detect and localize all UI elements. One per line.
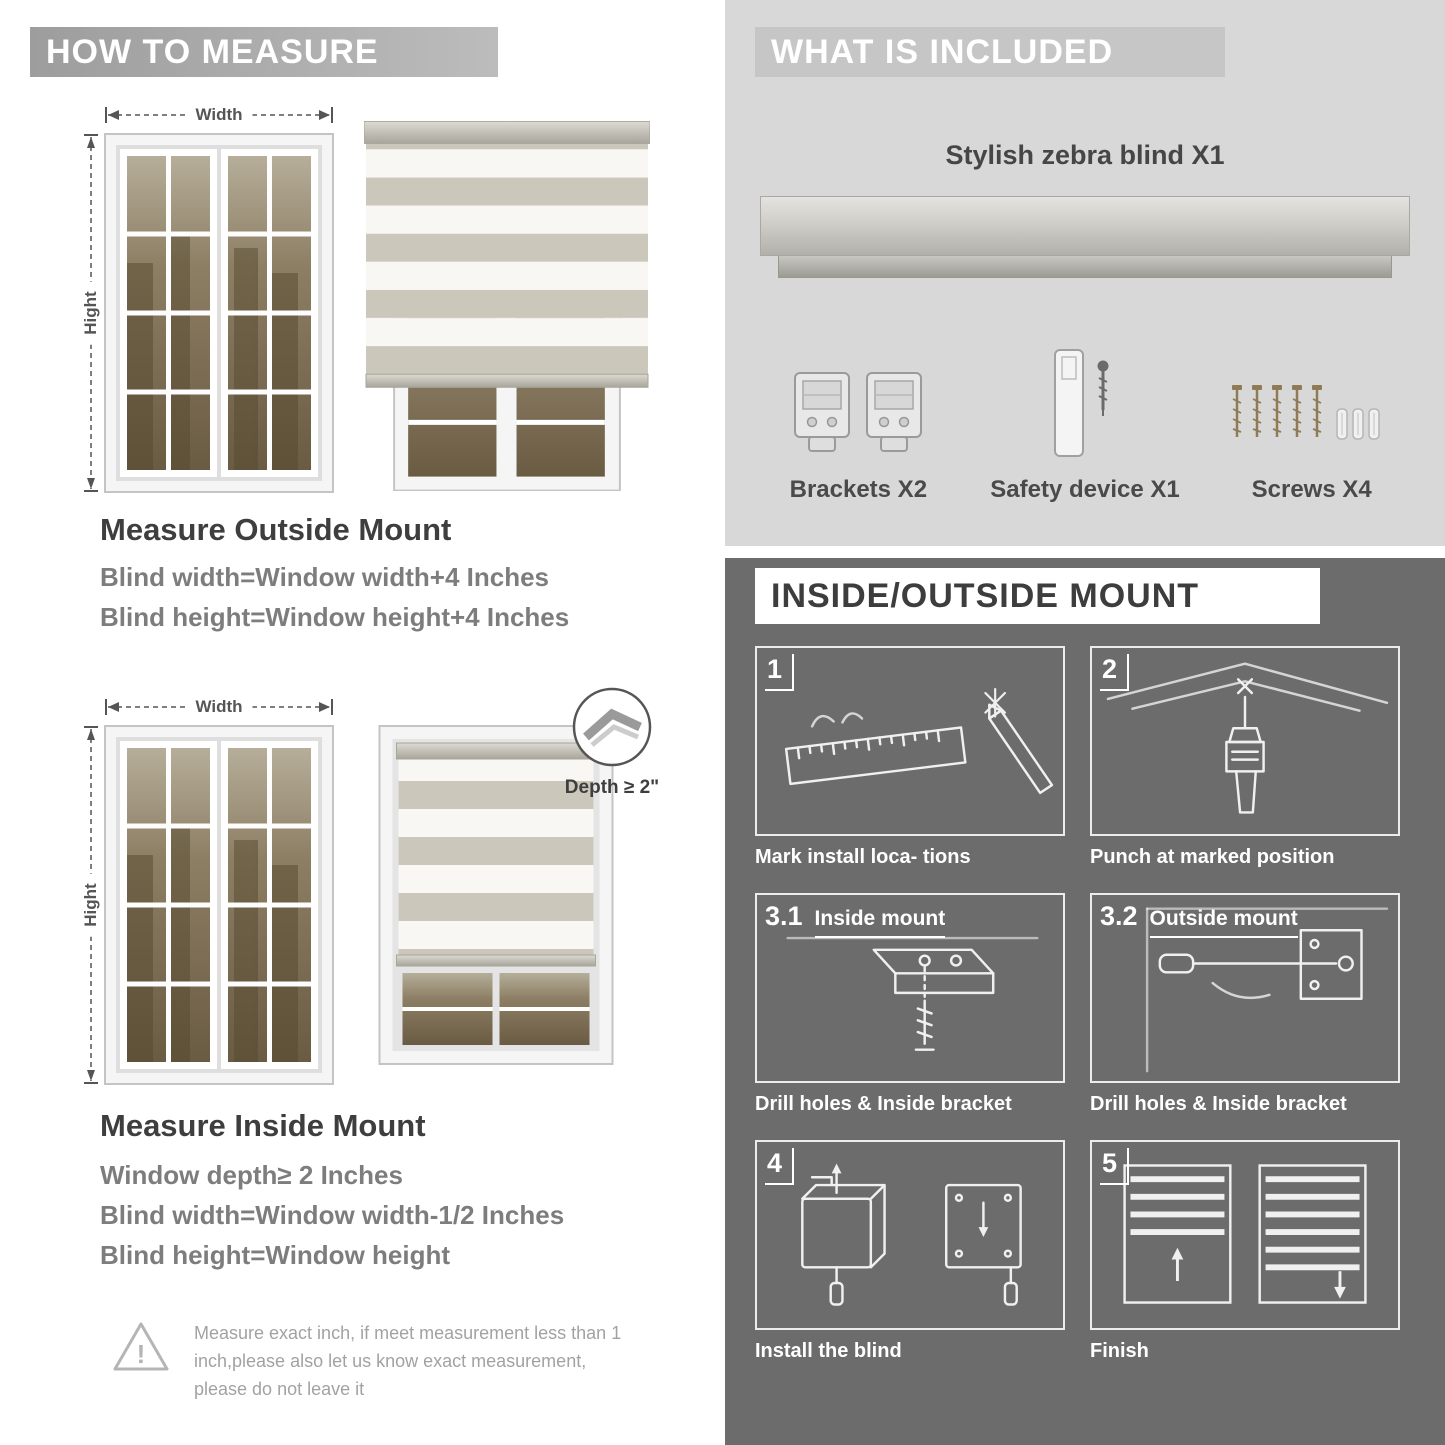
step-2-panel: 2 <box>1090 646 1400 836</box>
how-to-measure-section: HOW TO MEASURE Width <box>0 0 712 1445</box>
step-2-illustration <box>1106 662 1389 814</box>
inside-depth-requirement: Window depth≥ 2 Inches <box>100 1160 403 1190</box>
inside-mount-blind-illustration <box>377 725 615 1065</box>
step-5: 5 <box>1090 1140 1400 1363</box>
headrail-bottom-rail <box>778 256 1392 278</box>
window-illustration <box>104 133 334 493</box>
inside-mount-figure: Width Hight Depth ≥ 2" <box>81 695 662 1095</box>
step-3-1: 3.1 Inside mount <box>755 893 1065 1116</box>
step-3-2-header: 3.2 Outside mount <box>1100 901 1298 938</box>
item-label: Safety device X1 <box>990 476 1180 503</box>
included-item-safety-device: Safety device X1 <box>972 330 1199 504</box>
outside-mount-blind-illustration <box>364 121 650 491</box>
step-4-panel: 4 <box>755 1140 1065 1330</box>
item-label: Brackets X2 <box>789 476 928 503</box>
step-1-illustration <box>784 688 1054 795</box>
included-item-screws: Screws X4 <box>1198 330 1425 504</box>
step-3-2-caption: Drill holes & Inside bracket <box>1090 1093 1347 1115</box>
step-3-1-header: 3.1 Inside mount <box>765 901 946 938</box>
step-2-caption: Punch at marked position <box>1090 846 1335 868</box>
step-1-number: 1 <box>765 654 795 691</box>
step-3-1-illustration <box>786 936 1039 1051</box>
included-item-brackets: Brackets X2 <box>745 330 972 504</box>
safety-device-icon <box>972 330 1199 462</box>
what-is-included-header: WHAT IS INCLUDED <box>755 27 1225 77</box>
step-3-1-panel: 3.1 Inside mount <box>755 893 1065 1083</box>
height-arrow: Hight <box>81 133 101 493</box>
depth-detail-icon <box>570 685 654 769</box>
step-3-1-number: 3.1 <box>765 901 803 931</box>
screws-icon <box>1198 330 1425 462</box>
step-1-panel: 1 <box>755 646 1065 836</box>
outside-height-formula: Blind height=Window height+4 Inches <box>100 602 570 632</box>
step-5-illustration <box>1123 1164 1367 1304</box>
brackets-icon <box>745 330 972 462</box>
zebra-blind-label: Stylish zebra blind X1 <box>945 140 1225 170</box>
step-3-2-title: Outside mount <box>1149 907 1298 938</box>
mount-instructions-section: INSIDE/OUTSIDE MOUNT 1 <box>725 558 1445 1445</box>
outside-mount-title: Measure Outside Mount <box>100 512 452 547</box>
zebra-blind-headrail <box>760 196 1410 278</box>
step-5-caption: Finish <box>1090 1340 1149 1362</box>
inside-width-formula: Blind width=Window width-1/2 Inches <box>100 1200 565 1230</box>
step-3-2: 3.2 Outside mount <box>1090 893 1400 1116</box>
window-illustration <box>104 725 334 1085</box>
outside-mount-figure: Width Hight <box>81 103 650 495</box>
step-2: 2 <box>1090 646 1400 869</box>
how-to-measure-header: HOW TO MEASURE <box>30 27 498 77</box>
step-3-2-panel: 3.2 Outside mount <box>1090 893 1400 1083</box>
width-label: Width <box>185 105 253 125</box>
measurement-warning: ! Measure exact inch, if meet measuremen… <box>108 1316 653 1404</box>
step-4-caption: Install the blind <box>755 1340 902 1362</box>
step-1: 1 <box>755 646 1065 869</box>
step-3-2-number: 3.2 <box>1100 901 1138 931</box>
included-items: Brackets X2 Safety device X1 <box>745 330 1425 504</box>
hight-label: Hight <box>81 873 101 937</box>
inside-mount-title: Measure Inside Mount <box>100 1108 426 1143</box>
outside-width-formula: Blind width=Window width+4 Inches <box>100 562 549 592</box>
mount-header: INSIDE/OUTSIDE MOUNT <box>755 568 1320 624</box>
depth-label: Depth ≥ 2" <box>564 777 660 798</box>
installation-steps: 1 <box>755 646 1415 1363</box>
warning-text: Measure exact inch, if meet measurement … <box>194 1323 622 1399</box>
inside-height-formula: Blind height=Window height <box>100 1240 450 1270</box>
step-3-2-illustration <box>1145 907 1389 1073</box>
step-4: 4 <box>755 1140 1065 1363</box>
step-2-number: 2 <box>1100 654 1130 691</box>
step-5-panel: 5 <box>1090 1140 1400 1330</box>
step-4-number: 4 <box>765 1148 795 1185</box>
width-label: Width <box>185 697 253 717</box>
width-arrow: Width <box>104 103 334 127</box>
step-4-illustration <box>801 1163 1022 1306</box>
what-is-included-section: WHAT IS INCLUDED Stylish zebra blind X1 … <box>725 0 1445 546</box>
headrail-cassette <box>760 196 1410 256</box>
step-3-1-caption: Drill holes & Inside bracket <box>755 1093 1012 1115</box>
height-arrow: Hight <box>81 725 101 1085</box>
step-1-caption: Mark install loca- tions <box>755 846 971 868</box>
item-label: Screws X4 <box>1251 476 1372 503</box>
step-5-number: 5 <box>1100 1148 1130 1185</box>
width-arrow: Width <box>104 695 334 719</box>
hight-label: Hight <box>81 281 101 345</box>
step-3-1-title: Inside mount <box>814 907 946 938</box>
warning-triangle-icon: ! <box>113 1322 169 1371</box>
svg-text:!: ! <box>137 1339 146 1369</box>
